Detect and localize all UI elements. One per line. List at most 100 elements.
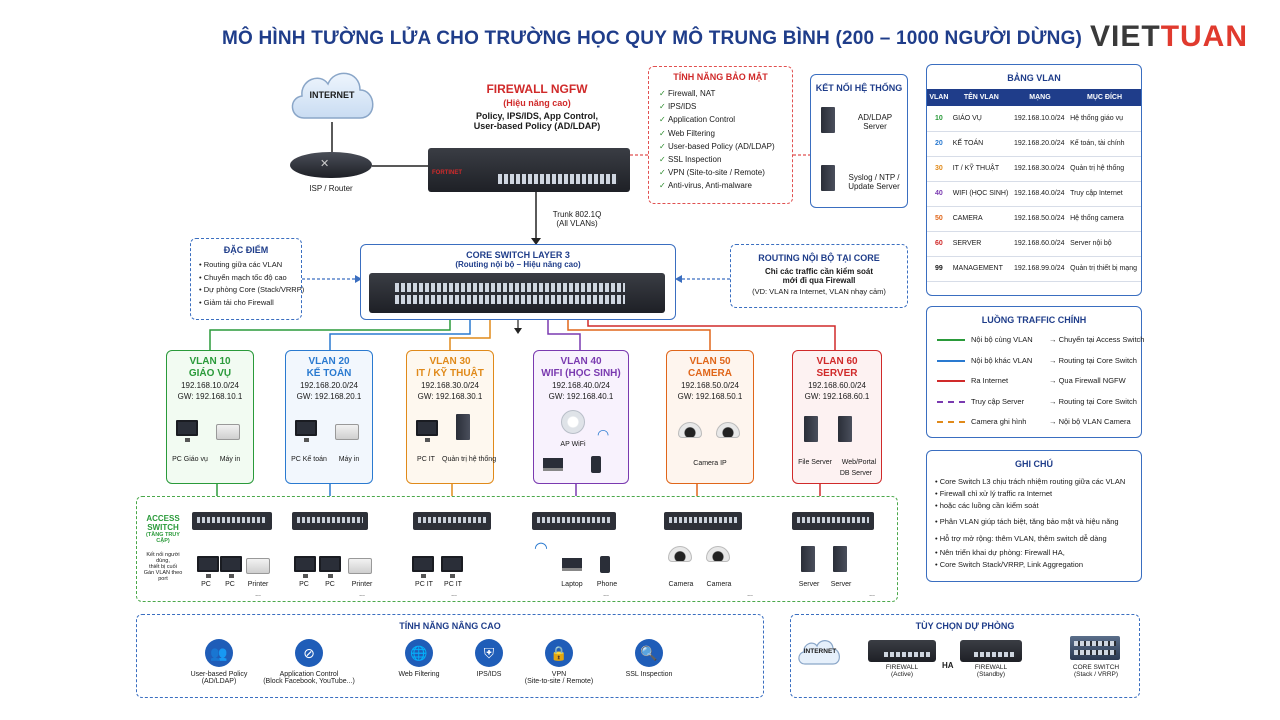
traffic-legend-row: Nội bộ cùng VLAN→ Chuyển tại Access Swit… (937, 335, 1144, 344)
access-switch-device (792, 512, 874, 530)
notes-title: GHI CHÚ (1015, 459, 1053, 469)
end-device-label: PC (225, 581, 235, 588)
device-label: Quản trị hệ thống (442, 456, 497, 463)
device-label: Camera IP (693, 460, 727, 467)
more-ellipsis: ... (359, 591, 365, 598)
end-device-label: PC IT (415, 581, 433, 588)
security-item: IPS/IDS (659, 100, 792, 113)
arrow-right-icon: → (1049, 335, 1059, 344)
advanced-title: TÍNH NĂNG NÂNG CAO (399, 621, 501, 631)
printer-icon (335, 424, 359, 440)
vlan-net-cell: 192.168.50.0/24 (1011, 206, 1069, 232)
legend-line-icon (937, 421, 965, 424)
access-title1: ACCESS (146, 514, 180, 523)
routing-core-panel: ROUTING NỘI BỘ TẠI CORE Chỉ các traffic … (730, 244, 908, 308)
fw-standby-device (960, 640, 1022, 662)
vlan-purpose-cell: Kế toán, tài chính (1068, 131, 1141, 157)
camera-icon (668, 546, 692, 562)
users-icon: 👥 (205, 639, 233, 667)
security-features-panel: TÍNH NĂNG BẢO MẬT Firewall, NAT IPS/IDS … (648, 66, 793, 204)
vlan-net-cell: 192.168.60.0/24 (1011, 231, 1069, 257)
advanced-item-sublabel: (AD/LDAP) (201, 678, 237, 685)
ad-sublabel: Server (863, 122, 887, 131)
vlan-name-cell: WIFI (HỌC SINH) (950, 181, 1012, 207)
feature-item: Giảm tải cho Firewall (199, 297, 301, 310)
firewall-brand: FORTINET (432, 170, 462, 176)
pc-icon (294, 556, 316, 578)
traffic-from: Camera ghi hình (971, 417, 1027, 426)
core-stack-sublabel: (Stack / VRRP) (1073, 671, 1119, 678)
vlan-network: 192.168.20.0/24 (300, 381, 358, 390)
advanced-item-label: IPS/IDS (476, 671, 502, 678)
pc-icon (441, 556, 463, 578)
server-icon (838, 416, 852, 442)
vlan-network: 192.168.40.0/24 (552, 381, 610, 390)
security-item: Anti-virus, Anti-malware (659, 179, 792, 192)
note-item: Phân VLAN giúp tách biệt, tăng bảo mật v… (935, 513, 1141, 530)
vlan-network: 192.168.50.0/24 (681, 381, 739, 390)
globe-icon: 🌐 (405, 639, 433, 667)
legend-line-icon (937, 339, 965, 342)
note-item: Firewall chỉ xử lý traffic ra Internet (935, 489, 1141, 499)
vlan-subtitle: GIÁO VỤ (188, 368, 232, 379)
vlan-name-cell: MANAGEMENT (950, 256, 1012, 282)
vlan-net-cell: 192.168.40.0/24 (1011, 181, 1069, 207)
traffic-to: Nội bộ VLAN Camera (1058, 417, 1131, 426)
legend-line-icon (937, 380, 965, 383)
firewall-device: FORTINET (428, 148, 630, 192)
server-icon (456, 414, 470, 440)
vlan-name-cell: CAMERA (950, 206, 1012, 232)
vlan-id-cell: 30 (927, 156, 951, 182)
features-title: ĐẶC ĐIỂM (223, 245, 269, 255)
advanced-item-label: Web Filtering (398, 671, 440, 678)
cloud-icon (291, 72, 374, 119)
advanced-item-sublabel: (Site-to-site / Remote) (524, 678, 594, 685)
advanced-item-label: User-based Policy (190, 671, 248, 678)
traffic-legend-row: Ra Internet→ Qua Firewall NGFW (937, 376, 1126, 385)
vlan-purpose-cell: Hệ thống giáo vụ (1068, 106, 1141, 132)
camera-icon (678, 422, 702, 438)
inspect-icon: 🔍 (635, 639, 663, 667)
fw-active-device (868, 640, 936, 662)
device-label: PC Kế toán (291, 456, 327, 463)
note-item: Nên triển khai dự phòng: Firewall HA, (935, 547, 1141, 559)
feature-item: Routing giữa các VLAN (199, 259, 301, 272)
ad-server-icon (821, 107, 835, 133)
vlan-title: VLAN 20 (308, 356, 350, 367)
printer-icon (246, 558, 270, 574)
device-label: File Server (798, 459, 832, 466)
phone-icon (591, 456, 601, 473)
access-switch-device (664, 512, 742, 530)
end-device-label: Phone (596, 581, 618, 588)
pc-icon (319, 556, 341, 578)
vlan-gateway: GW: 192.168.20.1 (296, 392, 362, 401)
laptop-icon (543, 458, 563, 471)
page-title: MÔ HÌNH TƯỜNG LỬA CHO TRƯỜNG HỌC QUY MÔ … (222, 28, 1083, 49)
legend-line-icon (937, 400, 965, 403)
access-switch-device (192, 512, 272, 530)
core-switch-panel: CORE SWITCH LAYER 3 (Routing nội bộ – Hi… (360, 244, 676, 320)
access-desc2: thiết bị cuối (149, 564, 177, 570)
vlan-gateway: GW: 192.168.40.1 (548, 392, 614, 401)
pc-icon (416, 420, 438, 442)
note-item: Core Switch Stack/VRRP, Link Aggregation (935, 559, 1141, 571)
vlan-name-cell: GIÁO VỤ (950, 106, 1012, 132)
server-icon (801, 546, 815, 572)
syslog-label: Syslog / NTP / (848, 173, 900, 182)
vlan-title: VLAN 40 (560, 356, 602, 367)
advanced-item-label: VPN (551, 671, 567, 678)
security-item: Web Filtering (659, 127, 792, 140)
vlan-purpose-cell: Quản trị hệ thống (1068, 156, 1141, 182)
trunk-label: Trunk 802.1Q (552, 210, 602, 219)
vlan-subtitle: CAMERA (688, 368, 732, 379)
internet-label: INTERNET (309, 90, 355, 100)
device-label: Máy in (338, 456, 360, 463)
printer-icon (216, 424, 240, 440)
